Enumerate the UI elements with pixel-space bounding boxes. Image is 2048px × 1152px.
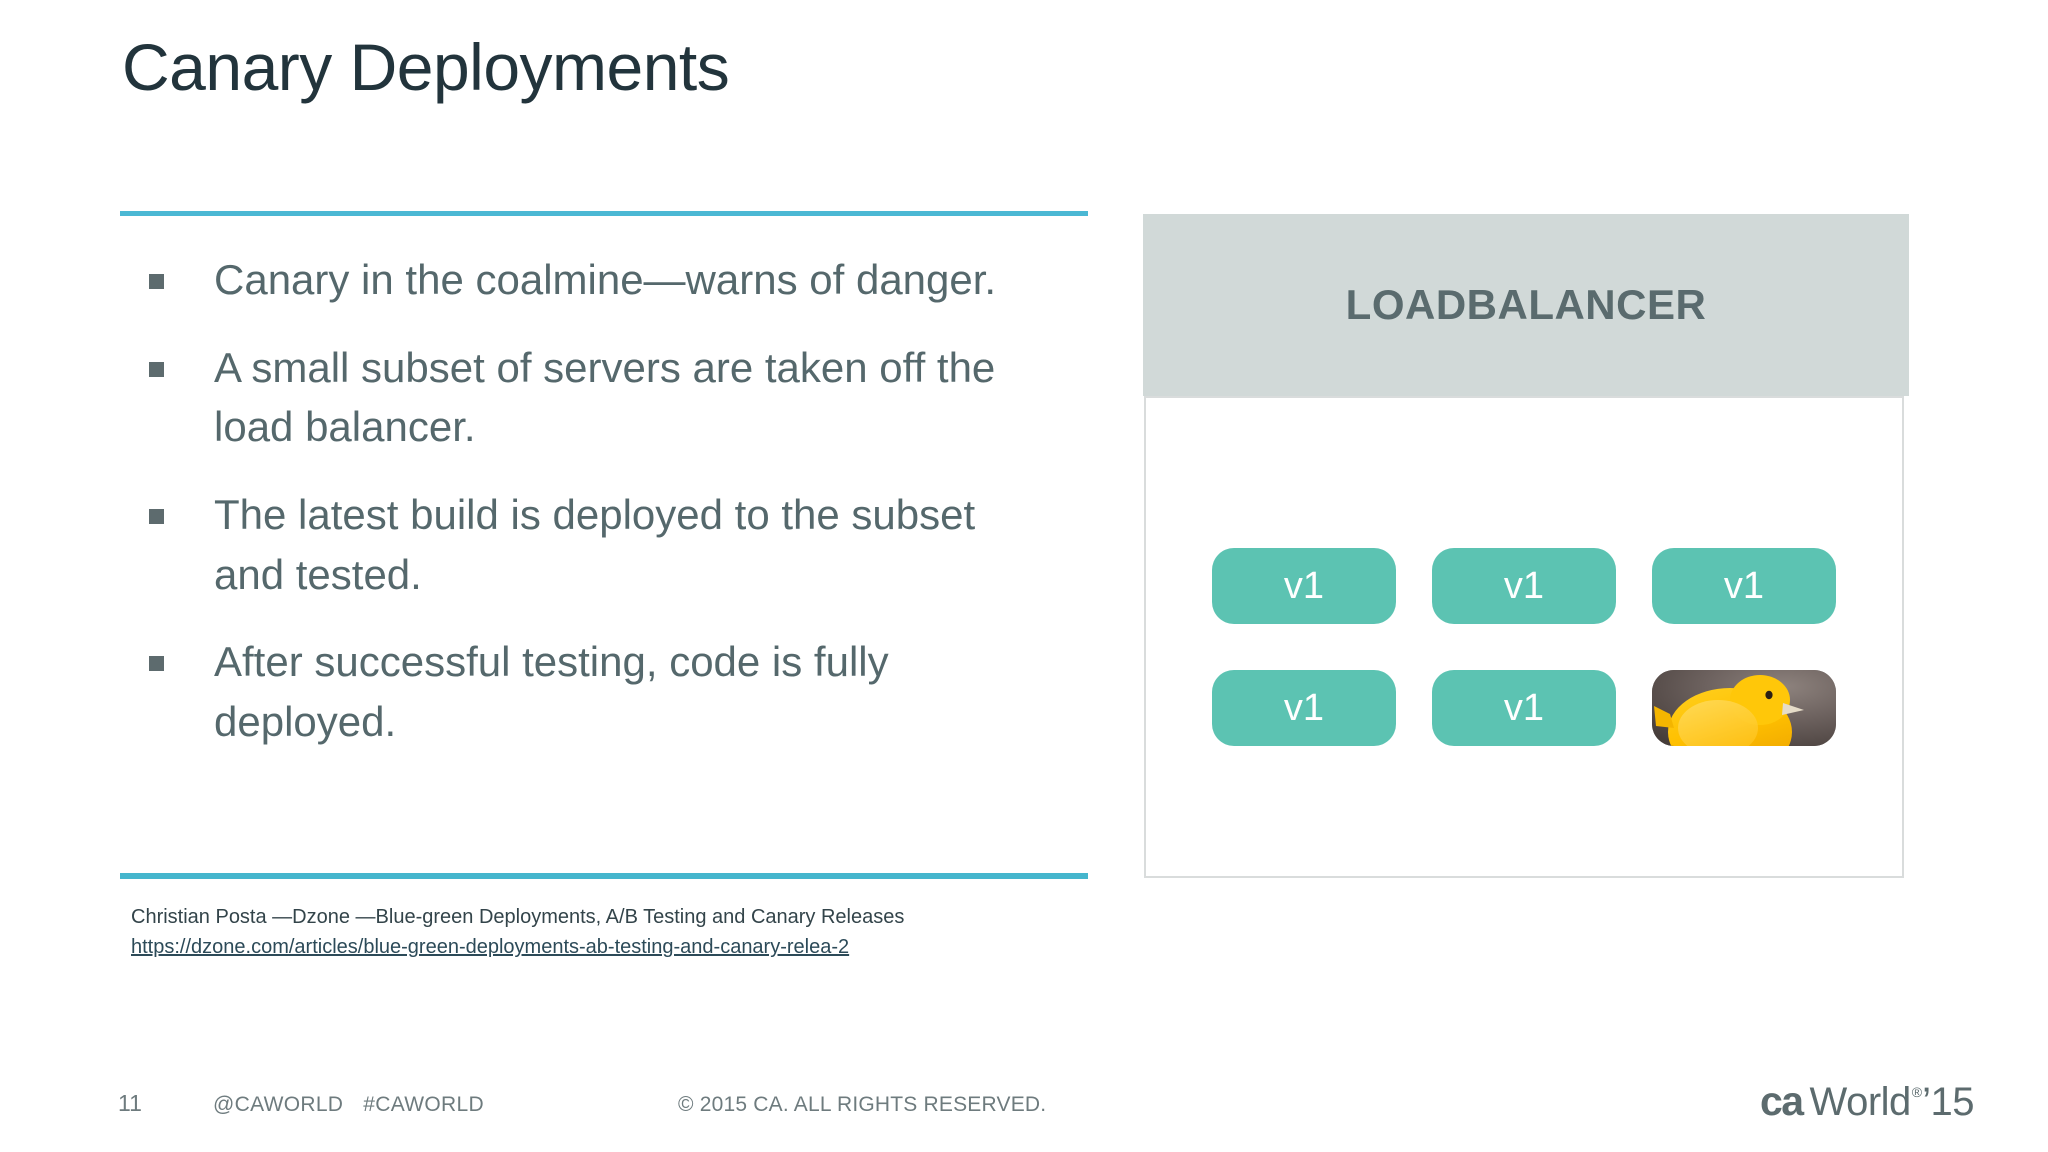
slide-number: 11 bbox=[118, 1090, 142, 1116]
server-node-v1[interactable]: v1 bbox=[1432, 548, 1616, 624]
footer-social: @CAWORLD #CAWORLD bbox=[213, 1093, 504, 1117]
canary-node[interactable] bbox=[1652, 670, 1836, 746]
loadbalancer-diagram: LOADBALANCER v1 v1 v1 v1 bbox=[1143, 214, 1909, 880]
square-bullet-icon bbox=[149, 274, 164, 289]
server-node-v1[interactable]: v1 bbox=[1652, 548, 1836, 624]
divider-top bbox=[120, 211, 1088, 216]
loadbalancer-header: LOADBALANCER bbox=[1143, 214, 1909, 396]
bullet-list: Canary in the coalmine—warns of danger. … bbox=[120, 250, 1100, 779]
list-item-text: A small subset of servers are taken off … bbox=[214, 343, 996, 451]
list-item: A small subset of servers are taken off … bbox=[120, 338, 1100, 457]
citation-block: Christian Posta —Dzone —Blue-green Deplo… bbox=[131, 902, 1091, 963]
logo-year: ’15 bbox=[1922, 1080, 1974, 1124]
citation-source: Christian Posta —Dzone —Blue-green Deplo… bbox=[131, 906, 905, 928]
footer-copyright: © 2015 CA. ALL RIGHTS RESERVED. bbox=[678, 1093, 1047, 1116]
ca-world-logo: ca World ® ’15 bbox=[1759, 1078, 1975, 1125]
page-title: Canary Deployments bbox=[122, 30, 730, 104]
square-bullet-icon bbox=[149, 361, 164, 377]
citation-link[interactable]: https://dzone.com/articles/blue-green-de… bbox=[131, 936, 850, 959]
footer-handle: @CAWORLD bbox=[213, 1093, 344, 1116]
server-node-label: v1 bbox=[1503, 565, 1545, 607]
server-node-label: v1 bbox=[1283, 565, 1325, 607]
server-node-v1[interactable]: v1 bbox=[1212, 670, 1396, 746]
server-node-row: v1 v1 bbox=[1146, 670, 1902, 746]
server-node-label: v1 bbox=[1283, 687, 1325, 729]
server-node-grid: v1 v1 v1 v1 v1 bbox=[1146, 398, 1902, 876]
registered-mark-icon: ® bbox=[1911, 1084, 1923, 1100]
list-item: Canary in the coalmine—warns of danger. bbox=[120, 250, 1100, 310]
server-node-v1[interactable]: v1 bbox=[1212, 548, 1396, 624]
server-node-v1[interactable]: v1 bbox=[1432, 670, 1616, 746]
logo-brand: ca bbox=[1759, 1078, 1804, 1124]
list-item: After successful testing, code is fully … bbox=[120, 632, 1100, 751]
divider-bottom bbox=[120, 873, 1088, 879]
list-item-text: The latest build is deployed to the subs… bbox=[214, 490, 976, 598]
list-item: The latest build is deployed to the subs… bbox=[120, 485, 1100, 604]
server-node-label: v1 bbox=[1503, 687, 1545, 729]
logo-product: World bbox=[1809, 1080, 1912, 1124]
list-item-text: Canary in the coalmine—warns of danger. bbox=[214, 256, 997, 303]
loadbalancer-pool: v1 v1 v1 v1 v1 bbox=[1144, 396, 1904, 878]
server-node-row: v1 v1 v1 bbox=[1146, 548, 1902, 624]
canary-bird-icon bbox=[1652, 670, 1836, 746]
server-node-label: v1 bbox=[1723, 565, 1765, 607]
square-bullet-icon bbox=[149, 508, 164, 524]
loadbalancer-label: LOADBALANCER bbox=[1345, 281, 1707, 328]
list-item-text: After successful testing, code is fully … bbox=[214, 638, 889, 745]
square-bullet-icon bbox=[149, 656, 164, 672]
footer-hashtag: #CAWORLD bbox=[363, 1093, 484, 1116]
